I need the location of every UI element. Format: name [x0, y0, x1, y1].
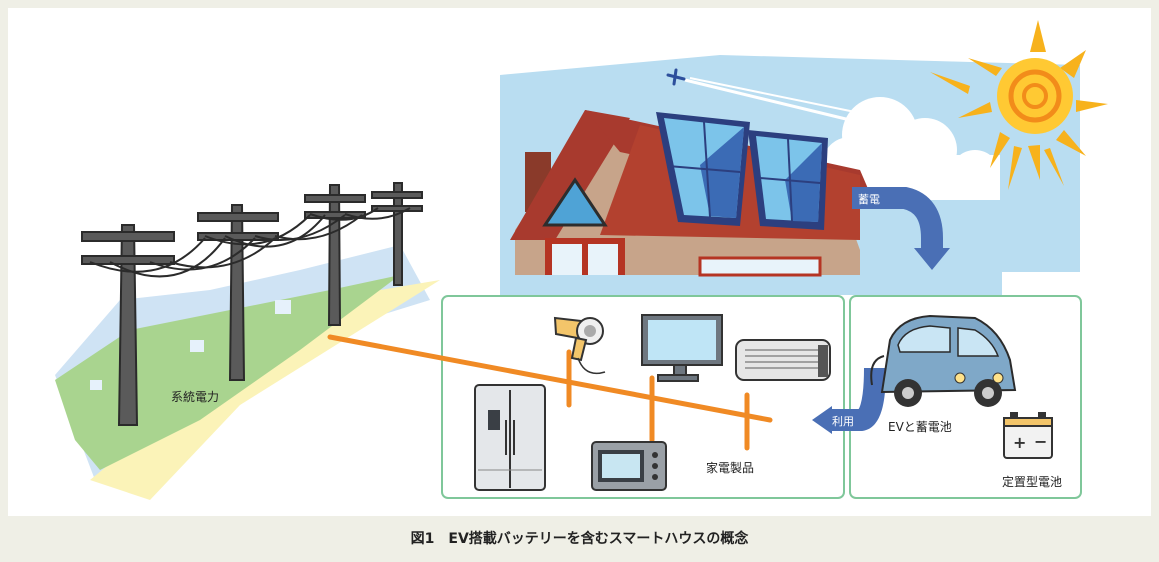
landscape — [55, 245, 440, 500]
svg-text:−: − — [1034, 432, 1047, 451]
ev-frame — [849, 295, 1082, 499]
svg-text:+: + — [1013, 433, 1026, 452]
utility-pole-icon — [81, 182, 423, 426]
use-arrow — [812, 367, 886, 434]
cloud-icon — [822, 97, 1000, 200]
charge-arrow — [852, 187, 950, 270]
grid-power-label: 系統電力 — [171, 390, 220, 404]
power-line — [327, 334, 773, 451]
appliances-frame — [441, 295, 845, 499]
appliances-label: 家電製品 — [706, 461, 755, 475]
electric-car-icon — [870, 314, 1017, 407]
solar-panel-icon — [656, 112, 828, 230]
sun-icon — [930, 20, 1108, 190]
use-label: 利用 — [832, 415, 854, 428]
monitor-icon — [641, 314, 723, 382]
power-cables — [89, 207, 411, 278]
ev-battery-label: EVと蓄電池 — [888, 420, 952, 434]
air-conditioner-icon — [735, 339, 831, 381]
figure-caption: 図1 EV搭載バッテリーを含むスマートハウスの概念 — [410, 531, 749, 547]
stationary-battery-label: 定置型電池 — [1002, 475, 1063, 489]
battery-icon: + − — [1003, 412, 1053, 459]
charge-label: 蓄電 — [858, 193, 880, 206]
microwave-icon — [591, 441, 667, 491]
airplane-icon — [666, 68, 856, 122]
refrigerator-icon — [474, 384, 546, 491]
hair-dryer-icon — [553, 316, 606, 375]
